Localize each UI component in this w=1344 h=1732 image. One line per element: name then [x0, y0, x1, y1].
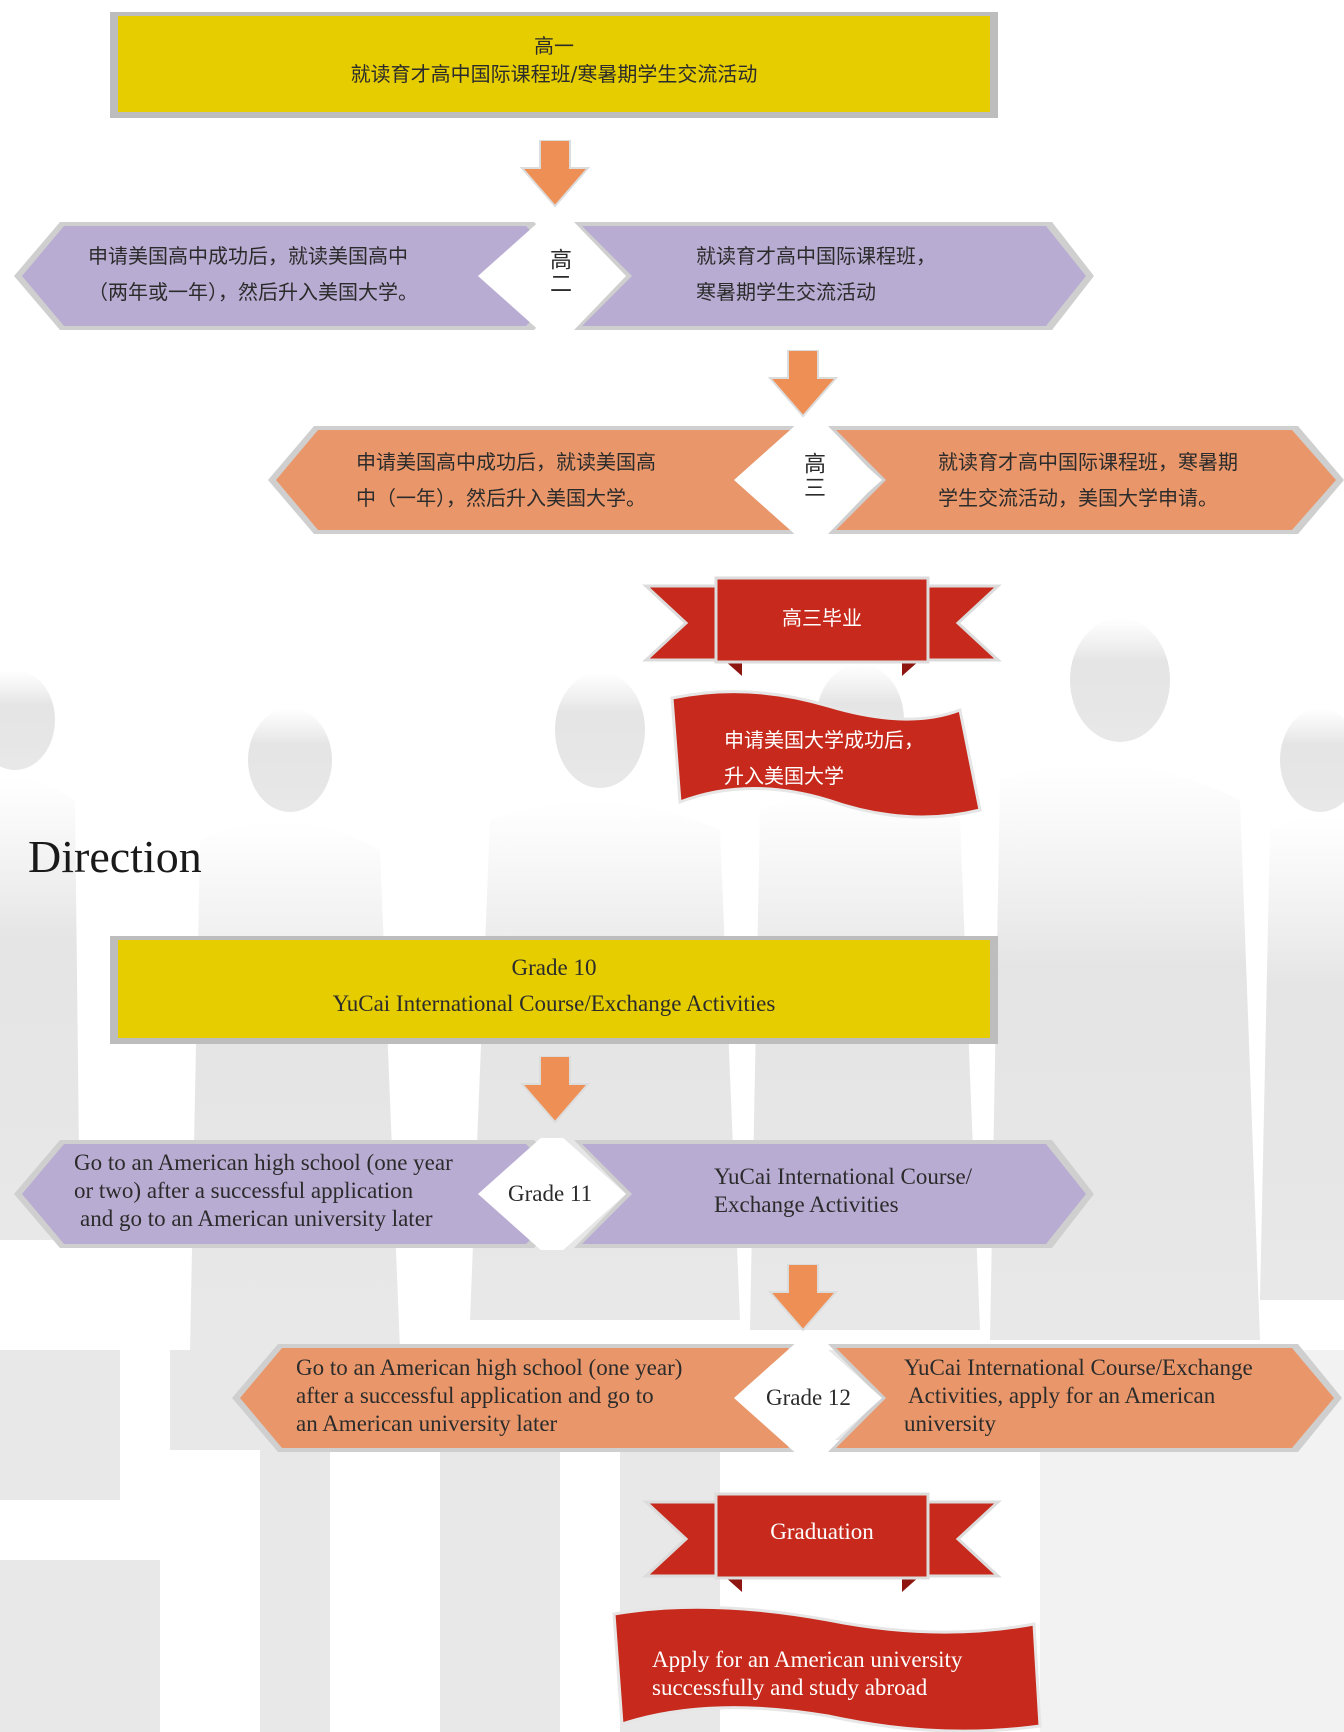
down-arrow-icon: [768, 350, 838, 418]
zh-grade12-label: 高三: [800, 452, 825, 500]
zh-graduation-label: 高三毕业: [782, 606, 862, 630]
zh-grade11-left-line1: 申请美国高中成功后，就读美国高中: [88, 244, 408, 268]
en-grade10-title: Grade 10: [511, 955, 597, 980]
zh-grade11-right-line2: 寒暑期学生交流活动: [696, 280, 876, 304]
zh-result-line2: 升入美国大学: [724, 764, 844, 788]
zh-graduation-ribbon: [642, 576, 1002, 676]
en-grade12-left-line2: after a successful application and go to: [296, 1383, 654, 1408]
en-grade11-row-shapes: [14, 1138, 1094, 1250]
en-grade12-label: Grade 12: [766, 1385, 851, 1410]
en-grade12-right-line2: Activities, apply for an American: [908, 1383, 1216, 1408]
zh-grade11-left-line2: （两年或一年），然后升入美国大学。: [88, 280, 418, 304]
en-grade12-left-line3: an American university later: [296, 1411, 558, 1436]
en-graduation-label: Graduation: [770, 1519, 874, 1544]
en-result-line2: successfully and study abroad: [652, 1675, 928, 1700]
zh-grade12-row-shapes: [268, 424, 1344, 536]
en-grade10-box-fill: [118, 940, 990, 1038]
en-result-flag: [612, 1605, 1042, 1732]
zh-grade10-subtitle: 就读育才高中国际课程班/寒暑期学生交流活动: [350, 62, 758, 86]
zh-result-line1: 申请美国大学成功后，: [724, 728, 924, 752]
en-grade11-left-line3: and go to an American university later: [80, 1206, 433, 1231]
zh-grade11-label: 高二: [546, 248, 571, 296]
down-arrow-icon: [520, 1056, 590, 1124]
en-grade12-left-line1: Go to an American high school (one year): [296, 1355, 683, 1380]
zh-grade10-title: 高一: [534, 34, 574, 58]
zh-result-flag: [670, 690, 982, 819]
zh-grade12-left-line1: 申请美国高中成功后，就读美国高: [356, 450, 656, 474]
zh-grade12-right-line1: 就读育才高中国际课程班，寒暑期: [938, 450, 1238, 474]
en-grade11-label: Grade 11: [508, 1181, 593, 1206]
zh-grade11-row-shapes: [14, 220, 1094, 332]
en-grade11-right-line1: YuCai International Course/: [714, 1164, 973, 1189]
en-grade11-right-line2: Exchange Activities: [714, 1192, 899, 1217]
zh-grade10-box-fill: [118, 16, 990, 112]
en-grade11-left-line2: or two) after a successful application: [74, 1178, 414, 1203]
en-grade12-row-shapes: [232, 1342, 1342, 1454]
down-arrow-icon: [520, 140, 590, 208]
en-grade10-subtitle: YuCai International Course/Exchange Acti…: [332, 991, 776, 1016]
en-graduation-ribbon: [642, 1492, 1002, 1592]
en-result-line1: Apply for an American university: [652, 1647, 963, 1672]
zh-grade12-right-line2: 学生交流活动，美国大学申请。: [938, 486, 1218, 510]
zh-grade11-right-line1: 就读育才高中国际课程班，: [696, 244, 936, 268]
direction-title: Direction: [28, 831, 202, 882]
en-grade11-left-line1: Go to an American high school (one year: [74, 1150, 453, 1175]
en-grade12-right-line1: YuCai International Course/Exchange: [904, 1355, 1253, 1380]
zh-grade12-left-line2: 中（一年），然后升入美国大学。: [356, 486, 646, 510]
en-grade12-right-line3: university: [904, 1411, 996, 1436]
down-arrow-icon: [768, 1264, 838, 1332]
